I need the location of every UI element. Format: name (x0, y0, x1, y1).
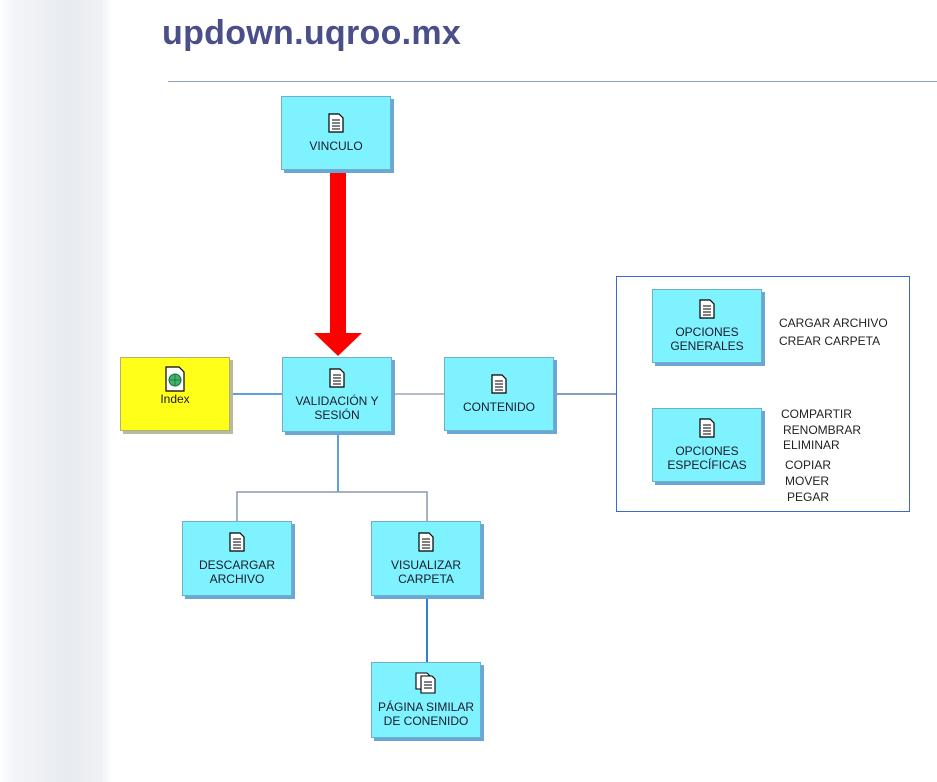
document-icon (229, 531, 245, 552)
node-opciones-generales-label: OPCIONES GENERALES (670, 325, 744, 353)
red-arrow-head (314, 333, 362, 356)
opcion-especifica-item: PEGAR (787, 490, 830, 504)
node-index[interactable]: Index (120, 357, 230, 431)
node-contenido[interactable]: CONTENIDO (444, 357, 554, 431)
opcion-especifica-item: COPIAR (785, 458, 832, 472)
node-validacion[interactable]: VALIDACIÓN Y SESIÓN (282, 357, 392, 432)
globe-document-icon (165, 366, 185, 392)
opcion-general-item: CARGAR ARCHIVO (779, 316, 888, 330)
page-title: updown.uqroo.mx (162, 14, 462, 52)
node-visualizar-label: VISUALIZAR CARPETA (390, 557, 462, 586)
document-icon (491, 374, 507, 394)
node-vinculo-label: VINCULO (309, 139, 363, 153)
opcion-especifica-item: RENOMBRAR (783, 423, 862, 437)
document-icon (329, 367, 345, 388)
document-icon (699, 418, 715, 438)
node-pagina-label: PÁGINA SIMILAR DE CONENIDO (377, 700, 475, 728)
opcion-especifica-item: MOVER (785, 474, 830, 488)
opcion-general-item: CREAR CARPETA (779, 334, 881, 348)
node-opciones-especificas[interactable]: OPCIONES ESPECÍFICAS (652, 408, 762, 482)
opcion-especifica-item: COMPARTIR (781, 407, 852, 421)
node-descargar-label: DESCARGAR ARCHIVO (198, 557, 275, 586)
connector-tree-branch (236, 491, 428, 521)
node-vinculo[interactable]: VINCULO (281, 96, 391, 170)
title-divider (168, 81, 937, 82)
document-icon (418, 531, 434, 552)
node-contenido-label: CONTENIDO (463, 400, 535, 414)
opcion-especifica-item: ELIMINAR (783, 438, 840, 452)
node-opciones-generales[interactable]: OPCIONES GENERALES (652, 289, 762, 363)
node-validacion-label: VALIDACIÓN Y SESIÓN (295, 393, 379, 422)
document-icon (699, 299, 715, 319)
node-descargar[interactable]: DESCARGAR ARCHIVO (182, 521, 292, 596)
node-index-label: Index (160, 392, 190, 406)
node-visualizar[interactable]: VISUALIZAR CARPETA (371, 521, 481, 596)
node-opciones-especificas-label: OPCIONES ESPECÍFICAS (667, 444, 747, 472)
multi-document-icon (415, 672, 436, 694)
red-arrow-shaft (330, 172, 346, 335)
left-background-band (0, 0, 112, 782)
document-icon (328, 113, 344, 133)
node-pagina[interactable]: PÁGINA SIMILAR DE CONENIDO (371, 662, 481, 738)
